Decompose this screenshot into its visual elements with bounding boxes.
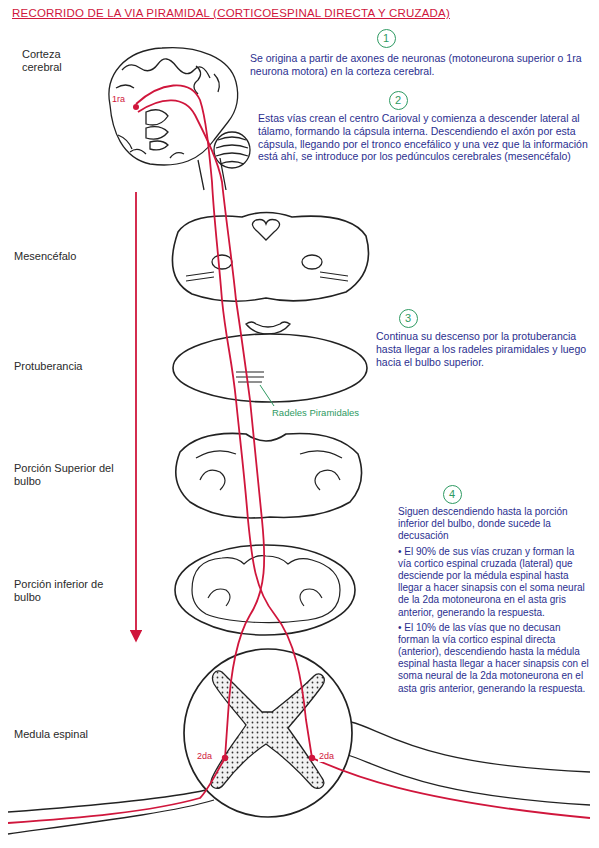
note-text: Continua su descenso por la protuberanci…: [376, 330, 588, 368]
medulla-contour: [196, 451, 342, 458]
motor-efferent: [8, 758, 225, 823]
upper-motor-neuron: [133, 104, 139, 110]
motor-efferent: [312, 758, 590, 818]
direct-tract: [138, 100, 264, 758]
lower-motor-neuron: [222, 755, 228, 761]
lateral-ventricle: [146, 127, 168, 139]
pons-section: [173, 334, 367, 402]
callout-circle: 2: [389, 91, 408, 110]
callout-number: 3: [405, 313, 411, 324]
olive-outline: [200, 470, 340, 490]
cerebral-gyri: [116, 66, 219, 94]
lateral-ventricle: [150, 141, 168, 150]
spinal-nerve: [348, 755, 590, 805]
note-text: Se origina a partir de axones de neurona…: [250, 52, 588, 78]
structure-label: Radeles Piramidales: [272, 407, 359, 419]
part-name: Porción Superior del bulbo: [14, 462, 118, 489]
callout-circle: 4: [443, 485, 462, 504]
descent-arrow: [135, 192, 137, 640]
red-nucleus: [212, 255, 232, 269]
neuron-label: 1ra: [111, 94, 126, 105]
upper-medulla-section: [176, 433, 362, 518]
neuron-label: 2da: [196, 751, 213, 762]
note-block: Siguen descendiendo hasta la porción inf…: [398, 506, 590, 698]
part-name: Medula espinal: [14, 728, 124, 741]
part-name: Porción inferior de bulbo: [14, 578, 118, 605]
lateral-ventricle: [146, 110, 168, 125]
callout-number: 1: [383, 33, 389, 44]
spinal-nerve: [8, 800, 214, 834]
part-name: Corteza cerebral: [22, 48, 84, 75]
callout-number: 2: [395, 95, 401, 106]
neuron-label: 2da: [318, 751, 335, 762]
spinal-cord-section: [184, 649, 352, 817]
cerebellum: [214, 132, 250, 168]
note-text: Estas vías crean el centro Carioval y co…: [258, 112, 588, 163]
cerebral-aqueduct: [252, 220, 279, 241]
crossed-tract: [136, 85, 312, 758]
cerebral-gyri: [122, 59, 210, 78]
lower-motor-neuron: [309, 755, 315, 761]
note-text: • El 90% de sus vías cruzan y forman la …: [398, 546, 590, 619]
spinal-nerve: [351, 722, 590, 772]
medulla-inner-ring: [192, 556, 340, 623]
red-nucleus: [302, 255, 322, 269]
part-name: Mesencéfalo: [14, 250, 76, 263]
note-text: • El 10% de las vías que no decusan form…: [398, 622, 590, 695]
part-name: Protuberancia: [14, 360, 83, 373]
pyramidal-bundles: [236, 372, 264, 382]
callout-circle: 1: [377, 29, 396, 48]
leader-line: [260, 385, 274, 406]
mesencephalon-section: [172, 213, 368, 302]
page-title: RECORRIDO DE LA VIA PIRAMIDAL (CORTICOES…: [12, 6, 450, 20]
substantia-nigra: [186, 272, 348, 281]
note-text: Siguen descendiendo hasta la porción inf…: [398, 506, 590, 543]
callout-circle: 3: [399, 309, 418, 328]
fourth-ventricle: [246, 322, 290, 334]
callout-number: 4: [449, 489, 455, 500]
